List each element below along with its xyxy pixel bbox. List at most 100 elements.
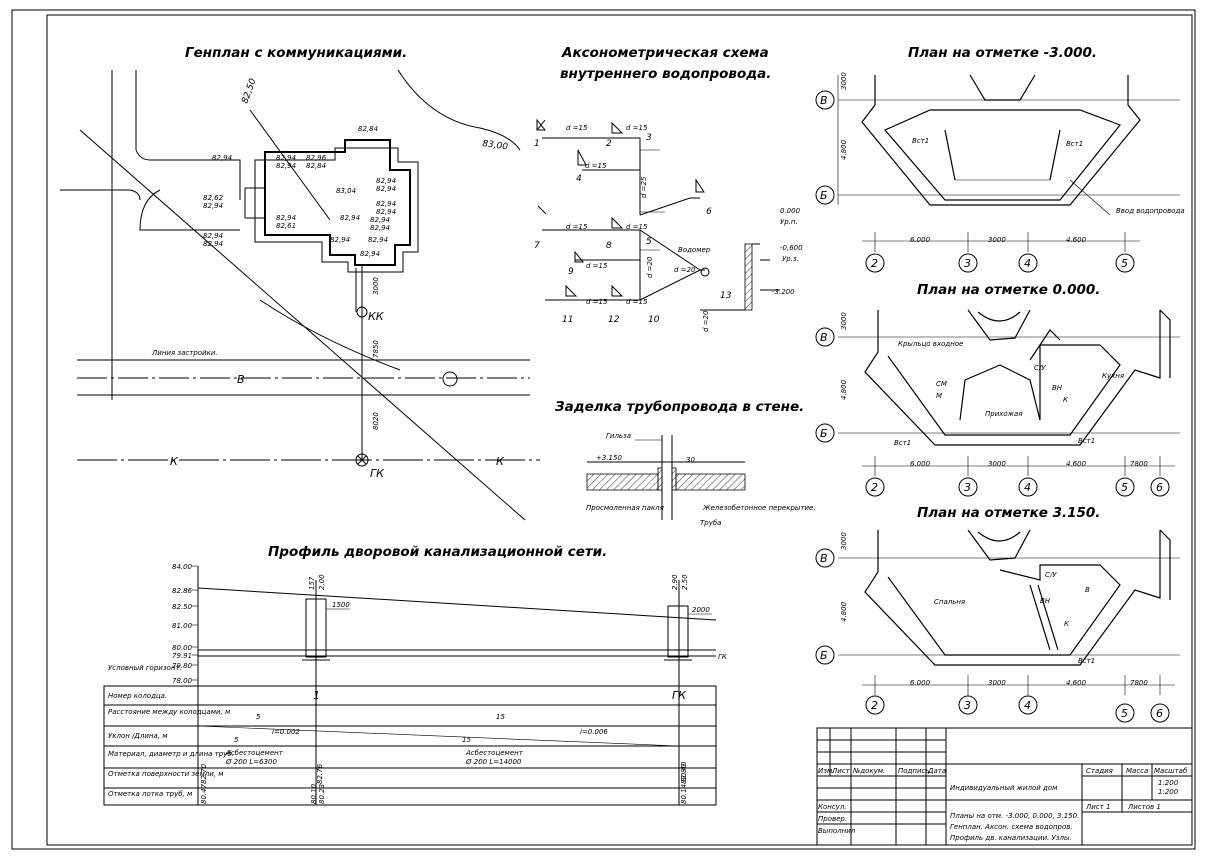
svg-text:4.600: 4.600 [1066,460,1087,468]
svg-text:ГК: ГК [718,653,728,661]
svg-text:Б: Б [820,427,828,440]
svg-text:d =25: d =25 [640,176,648,198]
plan-3-title: План на отметке 3.150. [917,505,1100,521]
svg-text:Генплан. Аксон. схема водопров: Генплан. Аксон. схема водопров. [950,823,1073,831]
svg-text:Труба: Труба [700,519,721,527]
svg-text:5: 5 [1121,707,1128,720]
svg-text:С/У: С/У [1034,364,1046,372]
svg-text:d =15: d =15 [585,162,607,170]
svg-text:82,94: 82,94 [360,250,380,258]
svg-text:ГК: ГК [672,689,687,702]
svg-text:15: 15 [462,736,471,744]
svg-text:Масштаб: Масштаб [1154,767,1188,775]
svg-text:Спальня: Спальня [934,598,965,606]
svg-text:d =20: d =20 [674,266,696,274]
svg-text:Ø 200 L=14000: Ø 200 L=14000 [465,758,522,766]
line-zastroyki-label: Линия застройки. [151,349,218,357]
svg-text:Дата: Дата [927,767,946,775]
svg-text:82,94: 82,94 [212,154,232,162]
svg-text:7800: 7800 [1130,460,1148,468]
svg-text:4: 4 [1024,481,1031,494]
svg-text:82,84: 82,84 [358,125,378,133]
svg-text:82.70: 82.70 [200,763,208,784]
inner-frame [46,14,1193,846]
svg-text:В: В [1085,586,1090,594]
gk-label: ГК [370,467,385,480]
svg-text:М: М [936,392,942,400]
svg-text:82,94: 82,94 [370,224,390,232]
svg-text:80.00: 80.00 [172,644,193,652]
svg-text:Железобетонное перекрытие.: Железобетонное перекрытие. [702,504,816,512]
svg-text:80.14 80.40: 80.14 80.40 [680,761,688,804]
svg-text:79.80: 79.80 [172,662,193,670]
svg-text:ВН: ВН [1040,597,1051,605]
vodomer-label: Водомер [678,246,711,254]
svg-text:80.23: 80.23 [318,784,326,804]
svg-text:82,94: 82,94 [203,232,223,240]
svg-text:Ввод водопровода: Ввод водопровода [1116,207,1185,215]
svg-text:5: 5 [1121,481,1128,494]
genplan: Генплан с коммуникациями. 83,00 82,50 82… [60,45,540,521]
svg-text:Б: Б [820,649,828,662]
svg-text:1500: 1500 [332,601,350,609]
svg-text:Листов 1: Листов 1 [1127,803,1161,811]
svg-text:Вст1: Вст1 [912,137,929,145]
svg-text:Стадия: Стадия [1086,767,1113,775]
svg-text:82.76: 82.76 [316,763,324,784]
svg-text:d =15: d =15 [626,124,648,132]
svg-text:10: 10 [648,315,660,325]
svg-text:Лист 1: Лист 1 [1085,803,1110,811]
svg-text:Б: Б [820,189,828,202]
svg-text:8: 8 [606,241,612,251]
svg-text:d =15: d =15 [566,124,588,132]
svg-text:82.86: 82.86 [172,587,193,595]
svg-text:d =15: d =15 [586,298,608,306]
svg-text:83,04: 83,04 [336,187,356,195]
svg-text:2: 2 [871,257,878,270]
svg-text:6.000: 6.000 [910,679,931,687]
svg-text:2.50: 2.50 [681,574,689,590]
svg-text:82.50: 82.50 [172,603,193,611]
svg-text:Крыльцо входное: Крыльцо входное [898,340,963,348]
svg-text:6: 6 [1156,481,1163,494]
svg-text:5: 5 [1121,257,1128,270]
svg-text:82,84: 82,84 [306,162,326,170]
plan-0-title: План на отметке 0.000. [917,282,1100,298]
svg-text:8020: 8020 [372,412,380,430]
svg-text:Вст1: Вст1 [1078,657,1095,665]
svg-text:d =15: d =15 [626,298,648,306]
svg-text:4: 4 [1024,699,1031,712]
svg-text:№докум.: №докум. [852,767,885,775]
axonometry: Аксонометрическая схема внутреннего водо… [534,45,803,332]
svg-text:11: 11 [562,315,573,325]
svg-text:-0,600: -0,600 [780,244,803,252]
zadelka-detail: Заделка трубопровода в стене. Гильза +3.… [555,399,816,527]
svg-text:Расстояние между колодцами, м: Расстояние между колодцами, м [108,708,231,716]
svg-text:9: 9 [568,267,574,277]
svg-text:81.00: 81.00 [172,622,193,630]
svg-text:4: 4 [1024,257,1031,270]
svg-text:-3.200: -3.200 [772,288,795,296]
svg-text:4.800: 4.800 [840,379,848,400]
svg-text:Провер.: Провер. [818,815,847,823]
svg-text:3000: 3000 [840,72,848,90]
svg-text:i=0.002: i=0.002 [272,728,300,736]
svg-text:4.800: 4.800 [840,139,848,160]
svg-text:Ур.п.: Ур.п. [780,218,798,226]
svg-text:В: В [820,552,828,565]
svg-text:82,94: 82,94 [203,202,223,210]
svg-text:5: 5 [256,713,261,721]
svg-text:Лист: Лист [831,767,851,775]
svg-text:2: 2 [871,481,878,494]
svg-text:Отметка поверхности земли, м: Отметка поверхности земли, м [108,770,224,778]
zadelka-title: Заделка трубопровода в стене. [555,399,804,415]
svg-text:i=0.006: i=0.006 [580,728,608,736]
svg-text:82,94: 82,94 [376,208,396,216]
svg-text:12: 12 [608,315,620,325]
svg-text:82,94: 82,94 [376,185,396,193]
svg-text:3: 3 [964,481,971,494]
svg-text:2.00: 2.00 [318,574,326,590]
svg-text:80.47: 80.47 [200,783,208,804]
svg-text:2: 2 [871,699,878,712]
